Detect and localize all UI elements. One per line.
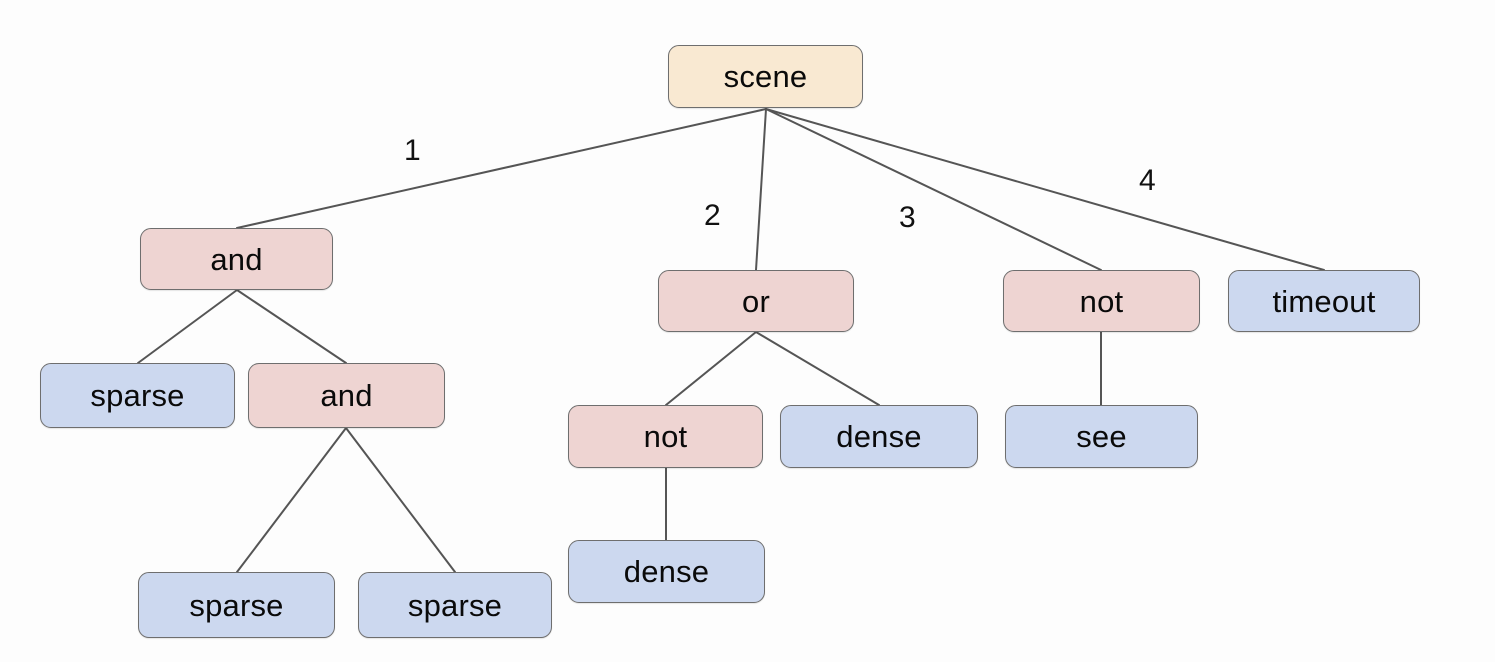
tree-edge [765,108,1325,271]
tree-edge [665,331,757,406]
tree-node-sparse3[interactable]: sparse [358,572,552,638]
tree-edge [236,108,767,229]
tree-node-and1[interactable]: and [140,228,333,290]
edge-label-1: 1 [404,134,421,167]
tree-edge [137,289,238,364]
tree-edge [765,108,1102,271]
tree-node-timeout1[interactable]: timeout [1228,270,1420,332]
tree-edge [236,427,347,573]
tree-node-sparse1[interactable]: sparse [40,363,235,428]
tree-node-not1[interactable]: not [1003,270,1200,332]
tree-edge [755,331,880,406]
tree-edge [755,108,767,271]
tree-node-or1[interactable]: or [658,270,854,332]
edge-label-2: 2 [704,199,721,232]
tree-node-sparse2[interactable]: sparse [138,572,335,638]
edge-label-3: 3 [899,201,916,234]
edge-label-4: 4 [1139,164,1156,197]
tree-node-and2[interactable]: and [248,363,445,428]
tree-node-dense1[interactable]: dense [780,405,978,468]
tree-node-dense2[interactable]: dense [568,540,765,603]
tree-edge [345,427,456,573]
tree-node-scene[interactable]: scene [668,45,863,108]
tree-node-see1[interactable]: see [1005,405,1198,468]
tree-node-not2[interactable]: not [568,405,763,468]
tree-edge [236,289,347,364]
